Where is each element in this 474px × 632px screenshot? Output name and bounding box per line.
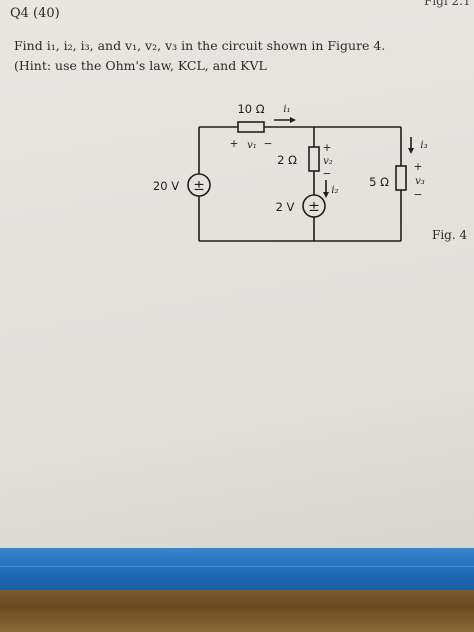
source-2v-label: 2 V [276, 200, 295, 214]
blue-binder-strip [0, 548, 474, 590]
source-20v-symbol: ± [193, 178, 205, 194]
arrow-head-i3 [408, 148, 414, 154]
v3-plus: + [414, 161, 423, 173]
problem-hint: (Hint: use the Ohm's law, KCL, and KVL [14, 58, 267, 73]
v3-label: v₃ [415, 176, 425, 187]
arrow-head-i1 [290, 117, 296, 123]
v1-label: v₁ [247, 140, 257, 151]
paper-sheet [0, 0, 474, 548]
r1-label: 10 Ω [237, 102, 264, 116]
resistor-2ohm [308, 146, 320, 172]
i1-label: i₁ [283, 104, 290, 115]
i2-label: i₂ [331, 185, 338, 196]
arrow-head-i2 [323, 192, 329, 198]
source-20v-label: 20 V [153, 179, 179, 193]
resistor-5ohm [395, 165, 407, 191]
v3-minus: − [414, 189, 423, 201]
corner-text: Figi 2.1 [424, 0, 471, 8]
r2-label: 2 Ω [277, 153, 297, 167]
i3-label: i₃ [420, 140, 427, 151]
r3-label: 5 Ω [369, 175, 389, 189]
v2-label: v₂ [323, 156, 333, 167]
v1-plus: + [230, 138, 239, 150]
v2-plus: + [323, 142, 332, 154]
v1-minus: − [264, 138, 273, 150]
figure-label: Fig. 4 [432, 228, 468, 242]
v2-minus: − [323, 168, 332, 180]
problem-prompt: Find i₁, i₂, i₃, and v₁, v₂, v₃ in the c… [14, 38, 386, 53]
question-number: Q4 (40) [10, 6, 60, 21]
circuit-diagram: ± ± 10 Ω 2 Ω 5 Ω 20 V 2 V i₁ i₂ i₃ + v₁ … [153, 102, 428, 242]
source-2v-symbol: ± [308, 199, 320, 215]
resistor-10ohm [237, 121, 265, 133]
wooden-surface [0, 590, 474, 632]
